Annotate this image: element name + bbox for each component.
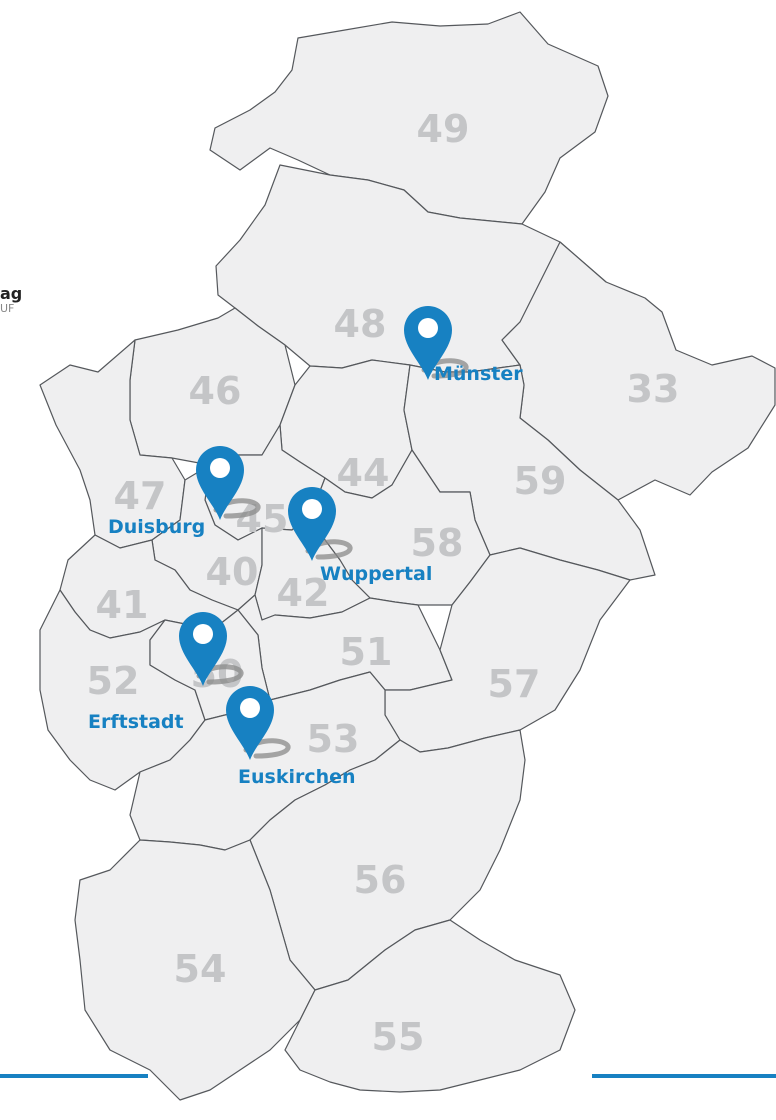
region-55 <box>284 919 576 1093</box>
pin-shadow <box>196 664 244 685</box>
location-erftstadt: Erftstadt <box>88 612 244 733</box>
map-pin-hole <box>418 318 438 338</box>
city-label: Wuppertal <box>320 563 432 585</box>
region-label-44: 44 <box>337 451 390 495</box>
map-pin-hole <box>302 499 322 519</box>
map-pin-icon <box>288 487 336 561</box>
region-label-45: 45 <box>236 497 289 541</box>
region-label-54: 54 <box>174 947 227 991</box>
map-pin-icon <box>196 446 244 520</box>
region-label-52: 52 <box>87 659 140 703</box>
accent-line-right <box>592 1074 776 1078</box>
pin-shadow <box>213 498 261 519</box>
pin-shadow <box>421 358 469 379</box>
location-duisburg: Duisburg <box>108 446 261 538</box>
city-label: Erftstadt <box>88 711 184 733</box>
pin-shadow <box>243 738 291 759</box>
location-wuppertal: Wuppertal <box>288 487 432 585</box>
region-label-59: 59 <box>514 459 567 503</box>
side-subheading-fragment: UF <box>0 302 15 315</box>
side-heading-fragment: ag <box>0 284 23 303</box>
location-pins-layer: MünsterDuisburgWuppertalErftstadtEuskirc… <box>88 306 523 788</box>
map-pin-icon <box>226 686 274 760</box>
region-label-53: 53 <box>307 717 360 761</box>
region-label-33: 33 <box>627 367 680 411</box>
region-label-57: 57 <box>488 662 541 706</box>
location-euskirchen: Euskirchen <box>226 686 356 788</box>
map-pin-icon <box>179 612 227 686</box>
location-mnster: Münster <box>404 306 523 385</box>
region-label-41: 41 <box>96 583 149 627</box>
city-label: Münster <box>434 363 523 385</box>
map-pin-hole <box>193 624 213 644</box>
region-label-58: 58 <box>411 521 464 565</box>
accent-line-left <box>0 1074 148 1078</box>
map-pin-icon <box>404 306 452 380</box>
region-label-55: 55 <box>372 1015 425 1059</box>
region-label-48: 48 <box>334 302 387 346</box>
regions-layer <box>39 11 776 1101</box>
region-label-56: 56 <box>354 858 407 902</box>
region-label-49: 49 <box>417 107 470 151</box>
pin-shadow <box>305 539 353 560</box>
region-label-42: 42 <box>277 571 330 615</box>
city-label: Euskirchen <box>238 766 356 788</box>
region-label-40: 40 <box>206 550 259 594</box>
region-label-47: 47 <box>114 474 167 518</box>
region-label-51: 51 <box>340 630 393 674</box>
map-pin-hole <box>210 458 230 478</box>
map-pin-hole <box>240 698 260 718</box>
city-label: Duisburg <box>108 516 205 538</box>
region-label-46: 46 <box>189 369 242 413</box>
